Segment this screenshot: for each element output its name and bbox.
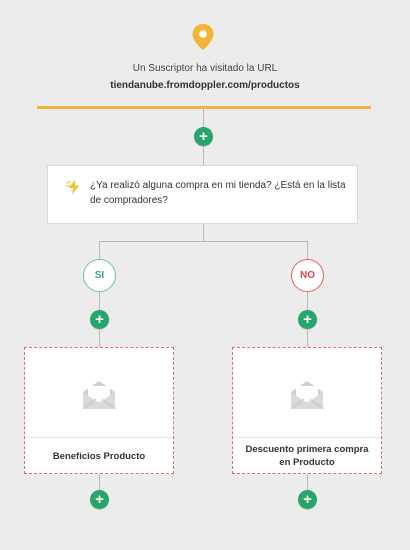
connector-line: [99, 474, 100, 490]
add-step-button[interactable]: +: [90, 490, 109, 509]
connector-line: [99, 292, 100, 310]
connector-line: [99, 241, 308, 242]
trigger-divider: [37, 106, 371, 109]
card-divider: [233, 437, 381, 438]
condition-text: ¿Ya realizó alguna compra en mi tienda? …: [90, 180, 346, 206]
email-action-card[interactable]: Beneficios Producto: [24, 347, 174, 474]
add-step-button[interactable]: +: [298, 490, 317, 509]
condition-card[interactable]: ¿Ya realizó alguna compra en mi tienda? …: [47, 165, 358, 224]
branch-no-badge: NO: [291, 259, 324, 292]
trigger-url: tiendanube.fromdoppler.com/productos: [110, 80, 300, 91]
card-divider: [25, 437, 173, 438]
connector-line: [203, 146, 204, 165]
connector-line: [307, 329, 308, 347]
envelope-icon: [290, 381, 324, 410]
email-action-label: Descuento primera compra en Producto: [245, 444, 369, 468]
connector-line: [99, 241, 100, 259]
add-step-button[interactable]: +: [194, 127, 213, 146]
connector-line: [307, 241, 308, 259]
connector-line: [203, 224, 204, 242]
connector-line: [307, 474, 308, 490]
email-action-label: Beneficios Producto: [52, 450, 146, 462]
envelope-icon: [82, 381, 116, 410]
add-step-button[interactable]: +: [90, 310, 109, 329]
email-preview: [25, 348, 173, 437]
location-pin-icon: [192, 24, 214, 50]
email-action-card[interactable]: Descuento primera compra en Producto: [232, 347, 382, 474]
connector-line: [307, 292, 308, 310]
email-preview: [233, 348, 381, 437]
add-step-button[interactable]: +: [298, 310, 317, 329]
lightning-icon: [66, 179, 80, 195]
trigger-title: Un Suscriptor ha visitado la URL: [132, 63, 278, 74]
connector-line: [203, 109, 204, 127]
connector-line: [99, 329, 100, 347]
branch-yes-badge: SI: [83, 259, 116, 292]
